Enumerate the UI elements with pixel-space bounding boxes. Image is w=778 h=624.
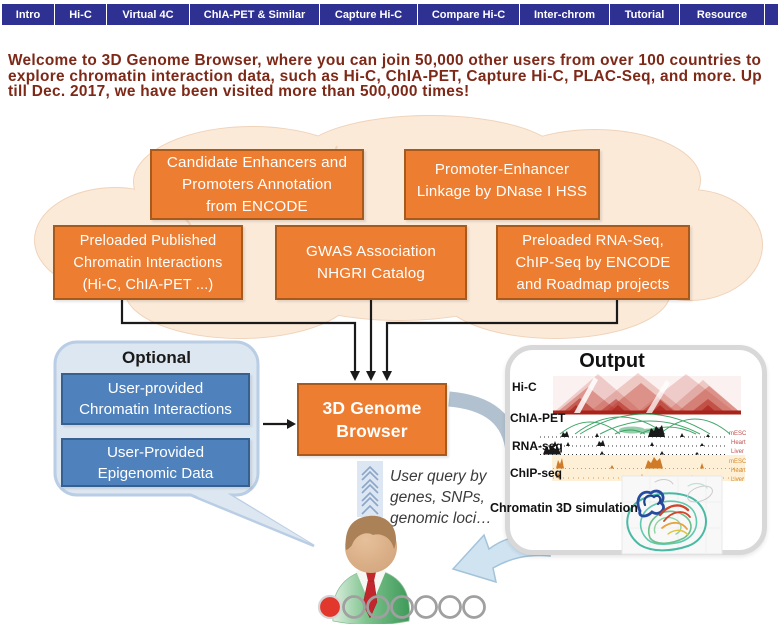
welcome-text: Welcome to 3D Genome Browser, where you …	[8, 53, 778, 100]
user-query-text: User query by genes, SNPs, genomic loci…	[390, 466, 492, 529]
nav-item-resource[interactable]: Resource	[680, 4, 765, 25]
query-line: genes, SNPs,	[390, 489, 485, 506]
nav-item-intro[interactable]: Intro	[2, 4, 55, 25]
track-label-chipseq: ChIP-seq	[510, 466, 563, 480]
sublabel-rna-liver: Liver	[731, 449, 745, 455]
connector-arrowheads	[287, 371, 392, 429]
optional-title: Optional	[122, 348, 191, 367]
chromatin-3d-image	[621, 475, 723, 555]
box-line: Promoter-Enhancer	[434, 161, 570, 178]
box-line: (Hi-C, ChIA-PET ...)	[82, 276, 214, 293]
rnaseq-tracks-image	[540, 425, 727, 455]
output-title: Output	[579, 350, 645, 372]
chevron-icons	[361, 465, 379, 515]
box-line: Promoters Annotation	[181, 175, 333, 193]
sublabel-chip-mesc: mESC	[729, 459, 747, 465]
track-label-hic: Hi-C	[512, 380, 537, 394]
nav-bar: Intro Hi-C Virtual 4C ChIA-PET & Similar…	[2, 4, 778, 25]
output-panel	[505, 345, 767, 555]
connector-lines	[120, 300, 619, 426]
box-line: Candidate Enhancers and	[166, 153, 348, 171]
box-line: Preloaded RNA-Seq,	[522, 232, 664, 249]
nav-item-hic[interactable]: Hi-C	[55, 4, 107, 25]
box-line: 3D Genome	[322, 397, 422, 418]
box-user-chromatin: User-provided Chromatin Interactions	[61, 373, 250, 425]
sublabel-chip-heart: Heart	[731, 468, 746, 474]
sublabel-rna-heart: Heart	[731, 440, 746, 446]
box-line: Preloaded Published	[79, 232, 217, 249]
query-line: genomic loci…	[390, 510, 492, 527]
box-3d-genome-browser: 3D Genome Browser	[297, 383, 447, 456]
box-line: Chromatin Interactions	[73, 254, 223, 271]
box-line: Linkage by DNase I HSS	[416, 183, 588, 200]
box-line: User-Provided	[106, 443, 205, 461]
nav-item-virtual-4c[interactable]: Virtual 4C	[107, 4, 190, 25]
sublabel-rna-mesc: mESC	[729, 431, 747, 437]
box-preloaded-chromatin: Preloaded Published Chromatin Interactio…	[53, 225, 243, 300]
carousel-dots[interactable]	[317, 594, 486, 620]
user-person-icon	[332, 515, 410, 624]
welcome-line-1: Welcome to 3D Genome Browser, where you …	[8, 52, 762, 69]
hic-heatmap-image	[553, 373, 741, 415]
nav-item-tutorial[interactable]: Tutorial	[610, 4, 680, 25]
box-line: Chromatin Interactions	[79, 401, 232, 418]
nav-item-chia-pet[interactable]: ChIA-PET & Similar	[190, 4, 320, 25]
box-candidate-enhancers: Candidate Enhancers and Promoters Annota…	[150, 149, 364, 220]
query-line: User query by	[390, 468, 487, 485]
box-line: NHGRI Catalog	[316, 264, 426, 282]
simulation-label: Chromatin 3D simulation	[490, 501, 638, 515]
nav-item-compare-hic[interactable]: Compare Hi-C	[418, 4, 520, 25]
box-line: GWAS Association	[305, 242, 437, 260]
box-line: ChIP-Seq by ENCODE	[515, 254, 671, 271]
nav-item-inter-chrom[interactable]: Inter-chrom	[520, 4, 610, 25]
welcome-line-3: till Dec. 2017, we have been visited mor…	[8, 83, 470, 100]
track-label-chiapet: ChIA-PET	[510, 411, 566, 425]
box-line: and Roadmap projects	[516, 276, 670, 293]
box-line: from ENCODE	[206, 197, 308, 215]
nav-item-capture-hic[interactable]: Capture Hi-C	[320, 4, 418, 25]
box-line: User-provided	[107, 380, 204, 397]
welcome-line-2: explore chromatin interaction data, such…	[8, 67, 762, 85]
track-label-rnaseq: RNA-seq	[512, 439, 563, 453]
query-chevrons	[357, 461, 383, 517]
box-line: Epigenomic Data	[97, 464, 214, 482]
sublabel-chip-liver: Liver	[731, 477, 745, 483]
box-preloaded-rnaseq: Preloaded RNA-Seq, ChIP-Seq by ENCODE an…	[496, 225, 690, 300]
box-line: Browser	[336, 420, 408, 441]
box-promoter-enhancer: Promoter-Enhancer Linkage by DNase I HSS	[404, 149, 600, 220]
box-user-epigenomic: User-Provided Epigenomic Data	[61, 438, 250, 487]
box-gwas: GWAS Association NHGRI Catalog	[275, 225, 467, 300]
